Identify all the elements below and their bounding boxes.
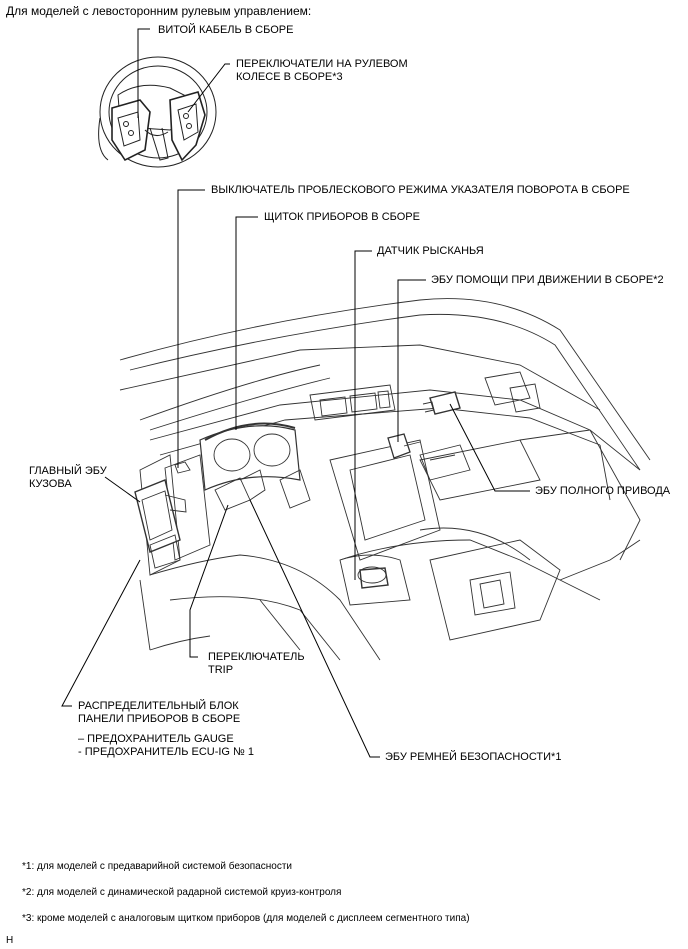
label-junction-block-line2: ПАНЕЛИ ПРИБОРОВ В СБОРЕ — [78, 713, 241, 725]
footnote-2: *2: для моделей с динамической радарной … — [22, 887, 342, 898]
label-spiral-cable: ВИТОЙ КАБЕЛЬ В СБОРЕ — [158, 24, 294, 36]
label-hazard-switch: ВЫКЛЮЧАТЕЛЬ ПРОБЛЕСКОВОГО РЕЖИМА УКАЗАТЕ… — [211, 184, 630, 196]
label-trip-switch-line2: TRIP — [208, 664, 234, 676]
label-trip-switch-line1: ПЕРЕКЛЮЧАТЕЛЬ — [208, 651, 305, 663]
footnote-1: *1: для моделей с предаварийной системой… — [22, 861, 292, 872]
label-yaw-rate-sensor: ДАТЧИК РЫСКАНЬЯ — [377, 245, 484, 257]
label-seat-belt-ecu: ЭБУ РЕМНЕЙ БЕЗОПАСНОСТИ*1 — [385, 751, 562, 763]
leader-lines — [61, 28, 530, 758]
corner-mark: H — [6, 935, 14, 946]
footnote-3: *3: кроме моделей с аналоговым щитком пр… — [22, 913, 470, 924]
label-main-body-ecu-line2: КУЗОВА — [29, 478, 72, 490]
label-main-body-ecu-line1: ГЛАВНЫЙ ЭБУ — [29, 465, 107, 477]
page-heading: Для моделей с левосторонним рулевым упра… — [6, 4, 312, 18]
label-fuse-ecu-ig: - ПРЕДОХРАНИТЕЛЬ ECU-IG № 1 — [78, 746, 255, 758]
label-steering-pad-switch-line1: ПЕРЕКЛЮЧАТЕЛИ НА РУЛЕВОМ — [236, 58, 408, 70]
dashboard-drawing — [119, 298, 651, 661]
label-driving-support-ecu: ЭБУ ПОМОЩИ ПРИ ДВИЖЕНИИ В СБОРЕ*2 — [431, 274, 664, 286]
label-steering-pad-switch-line2: КОЛЕСЕ В СБОРЕ*3 — [236, 71, 343, 83]
label-4wd-ecu: ЭБУ ПОЛНОГО ПРИВОДА — [535, 485, 671, 497]
label-fuse-gauge: – ПРЕДОХРАНИТЕЛЬ GAUGE — [78, 733, 234, 745]
label-junction-block-line1: РАСПРЕДЕЛИТЕЛЬНЫЙ БЛОК — [78, 700, 239, 712]
steering-wheel-drawing — [98, 56, 217, 168]
label-combination-meter: ЩИТОК ПРИБОРОВ В СБОРЕ — [264, 211, 420, 223]
